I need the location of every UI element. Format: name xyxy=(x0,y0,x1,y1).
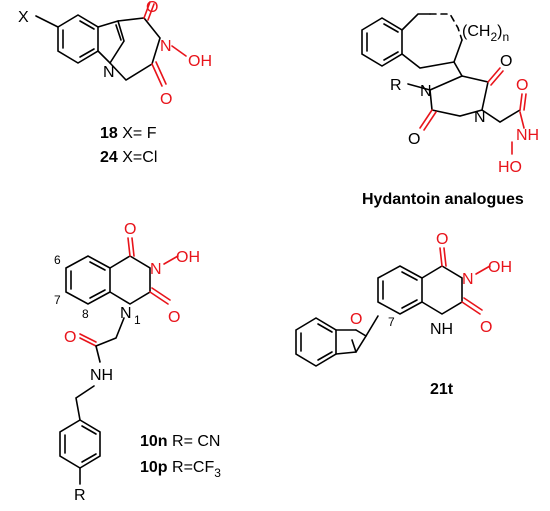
n3-label: N xyxy=(150,261,162,278)
hydroxyl-label: OH xyxy=(188,53,212,70)
position-7: 7 xyxy=(54,293,61,307)
n3-21t: N xyxy=(462,271,474,288)
r-group-label: R xyxy=(390,77,402,94)
caption-21t: 21t xyxy=(430,381,454,398)
ho-label: HO xyxy=(498,159,522,176)
nh-21t: NH xyxy=(430,321,453,338)
furan-o-label: O xyxy=(350,311,362,328)
ch2n-label: (CH2)n xyxy=(462,23,509,44)
position-8: 8 xyxy=(82,307,89,321)
position-7-21t: 7 xyxy=(388,315,395,329)
x-substituent-label: X xyxy=(18,9,29,26)
compound-10n-10p: O N OH O N 1 6 7 8 O NH R 10n R= CN 10p … xyxy=(54,221,221,504)
caption-24: 24 X=Cl xyxy=(100,149,157,166)
imide-n-label: N xyxy=(160,38,172,55)
carbonyl-o-top: O xyxy=(146,0,158,16)
c2-o-21t: O xyxy=(480,319,492,336)
compound-21t: O 7 O N OH O NH 21t xyxy=(295,231,512,398)
compound-18-24: X N N OH O O 18 X= F 24 X=Cl xyxy=(18,0,212,166)
carbonyl-o-bottom: O xyxy=(160,91,172,108)
amide-nh-label: NH xyxy=(90,367,113,384)
acyl-o-label: O xyxy=(516,77,528,94)
hydantoin-o-bottom: O xyxy=(408,131,420,148)
oh-21t: OH xyxy=(488,259,512,276)
n-hydroxyl-label: OH xyxy=(176,249,200,266)
nh-label: NH xyxy=(516,127,539,144)
c4-carbonyl-o: O xyxy=(124,221,136,238)
hydantoin-n1: N xyxy=(420,83,432,100)
caption-10p: 10p R=CF3 xyxy=(140,459,221,480)
c4-o-21t: O xyxy=(436,231,448,248)
position-1: 1 xyxy=(134,313,141,327)
hydantoin-analogues: (CH2)n R N N O O O NH HO Hydantoin analo… xyxy=(361,13,539,208)
n1-label: N xyxy=(120,305,132,322)
caption-10n: 10n R= CN xyxy=(140,433,220,450)
hydantoin-title: Hydantoin analogues xyxy=(362,191,524,208)
position-6: 6 xyxy=(54,253,61,267)
amide-o-label: O xyxy=(64,329,76,346)
c2-carbonyl-o: O xyxy=(168,309,180,326)
r-para-label: R xyxy=(74,487,86,504)
hydantoin-o-top: O xyxy=(500,53,512,70)
indole-n-label: N xyxy=(103,64,115,81)
caption-18: 18 X= F xyxy=(100,125,157,142)
hydantoin-n2: N xyxy=(474,109,486,126)
